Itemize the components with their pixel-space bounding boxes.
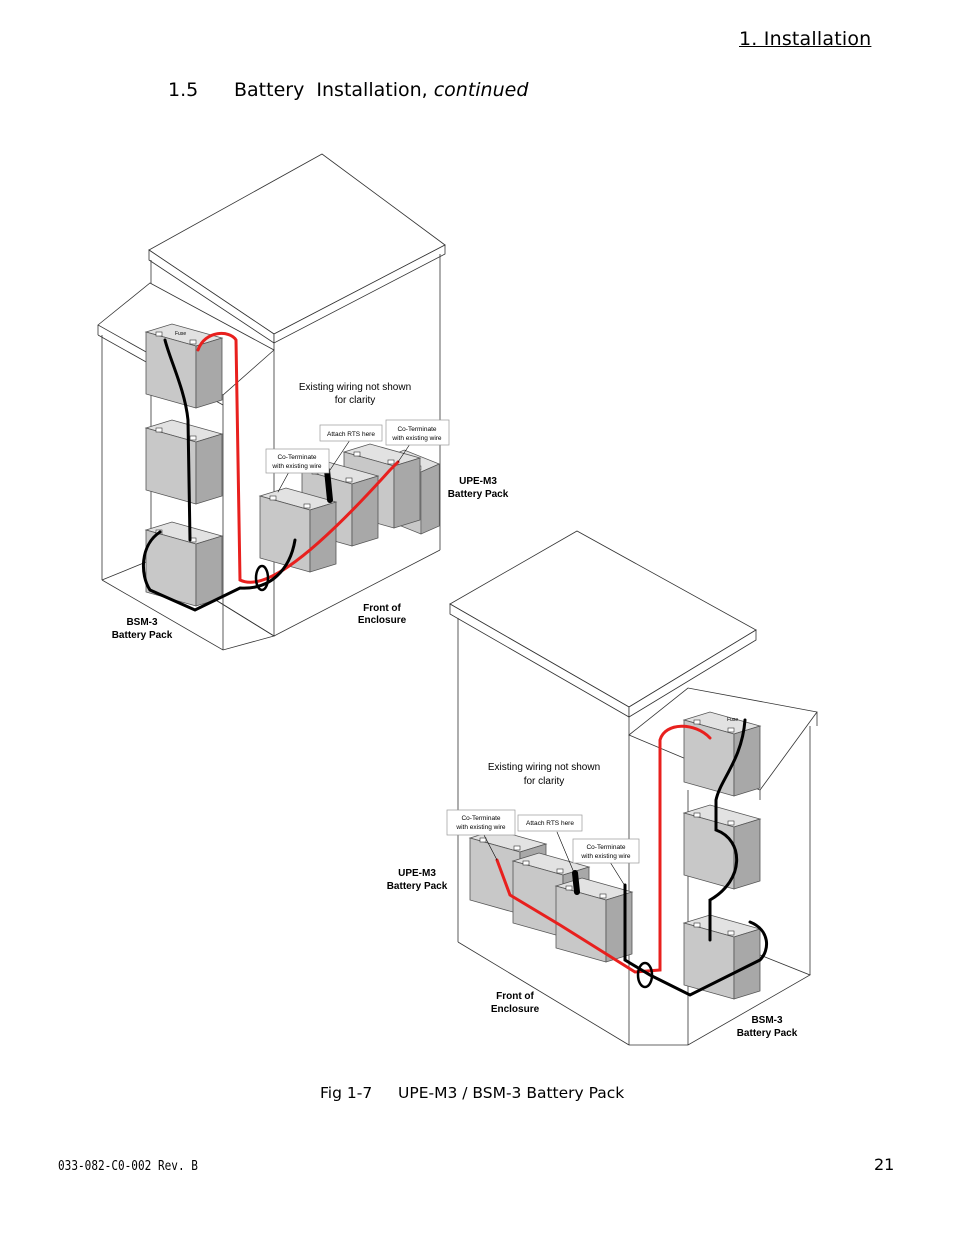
document-number: 033-082-C0-002 Rev. B — [58, 1158, 198, 1174]
top-front-label-line1: Front of — [363, 603, 401, 614]
top-bsm-label-line2: Battery Pack — [112, 630, 173, 641]
top-upe-label-line2: Battery Pack — [448, 489, 509, 500]
bottom-front-label-line2: Enclosure — [491, 1004, 540, 1015]
top-coterminate-b-line2: with existing wire — [391, 435, 442, 442]
bottom-enclosure-diagram — [449, 530, 818, 1046]
bottom-upe-label-line1: UPE-M3 — [398, 868, 436, 879]
top-enclosure-diagram — [97, 153, 446, 651]
bottom-coterminate-a-line2: with existing wire — [455, 824, 506, 831]
section-heading: 1. Installation — [739, 28, 872, 50]
bottom-coterminate-b-line2: with existing wire — [580, 853, 631, 860]
figure-caption: Fig 1-7 UPE-M3 / BSM-3 Battery Pack — [320, 1084, 624, 1102]
bottom-bsm-battery-stack — [683, 711, 761, 1000]
bottom-attach-rts-label: Attach RTS here — [526, 820, 574, 827]
top-existing-wiring-line2: for clarity — [335, 395, 376, 406]
top-existing-wiring-line1: Existing wiring not shown — [299, 382, 411, 393]
top-upe-label-line1: UPE-M3 — [459, 476, 497, 487]
top-wiring — [141, 331, 411, 612]
bottom-existing-wiring-line1: Existing wiring not shown — [488, 762, 600, 773]
subsection-number: 1.5 — [168, 79, 199, 101]
top-attach-rts-label: Attach RTS here — [327, 431, 375, 438]
top-coterminate-a-line1: Co-Terminate — [277, 454, 316, 461]
bottom-fuse-label: Fuse — [727, 717, 738, 723]
bottom-coterminate-a-line1: Co-Terminate — [461, 815, 500, 822]
top-bsm-label-line1: BSM-3 — [126, 617, 158, 628]
bottom-coterminate-b-line1: Co-Terminate — [586, 844, 625, 851]
subsection-title-suffix: continued — [433, 79, 529, 101]
page-number: 21 — [874, 1155, 895, 1174]
bottom-bsm-label-line1: BSM-3 — [751, 1015, 783, 1026]
bottom-front-label-line1: Front of — [496, 991, 534, 1002]
bottom-upe-label-line2: Battery Pack — [387, 881, 448, 892]
bottom-existing-wiring-line2: for clarity — [524, 776, 565, 787]
top-diagram-labels: Existing wiring not shown for clarity At… — [112, 331, 509, 641]
top-coterminate-b-line1: Co-Terminate — [397, 426, 436, 433]
figure-caption-text: UPE-M3 / BSM-3 Battery Pack — [398, 1084, 625, 1102]
top-fuse-label: Fuse — [175, 331, 186, 337]
top-bsm-battery-stack — [145, 323, 223, 607]
bottom-wiring — [483, 718, 769, 997]
bottom-bsm-label-line2: Battery Pack — [737, 1028, 798, 1039]
top-front-label-line2: Enclosure — [358, 615, 407, 626]
subsection-heading: 1.5 Battery Installation, continued — [168, 79, 528, 101]
top-coterminate-a-line2: with existing wire — [271, 463, 322, 470]
bottom-diagram-labels: Existing wiring not shown for clarity Co… — [387, 717, 798, 1039]
figure-caption-label: Fig 1-7 — [320, 1084, 373, 1102]
subsection-title: Battery Installation, — [234, 79, 434, 101]
